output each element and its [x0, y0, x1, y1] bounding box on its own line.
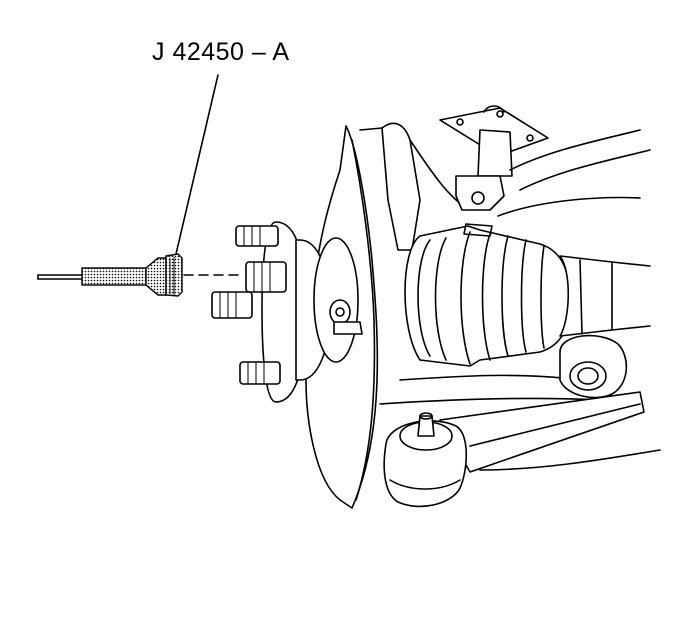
wheel-stud-left [211, 291, 253, 319]
frame-lines [379, 129, 651, 405]
wheel-stud-top [235, 225, 279, 247]
special-tool [37, 253, 183, 297]
control-arm-bushing [559, 334, 628, 399]
wheel-stud-bottom [239, 361, 281, 385]
tool-label: J 42450 – A [152, 38, 290, 66]
drive-shaft-boot [404, 223, 651, 367]
leader-line [175, 74, 219, 255]
strut-mount-plate [439, 105, 549, 211]
wheel-stud-middle [245, 261, 287, 293]
lower-control-arm [383, 391, 661, 508]
wheel-hub [211, 221, 363, 403]
